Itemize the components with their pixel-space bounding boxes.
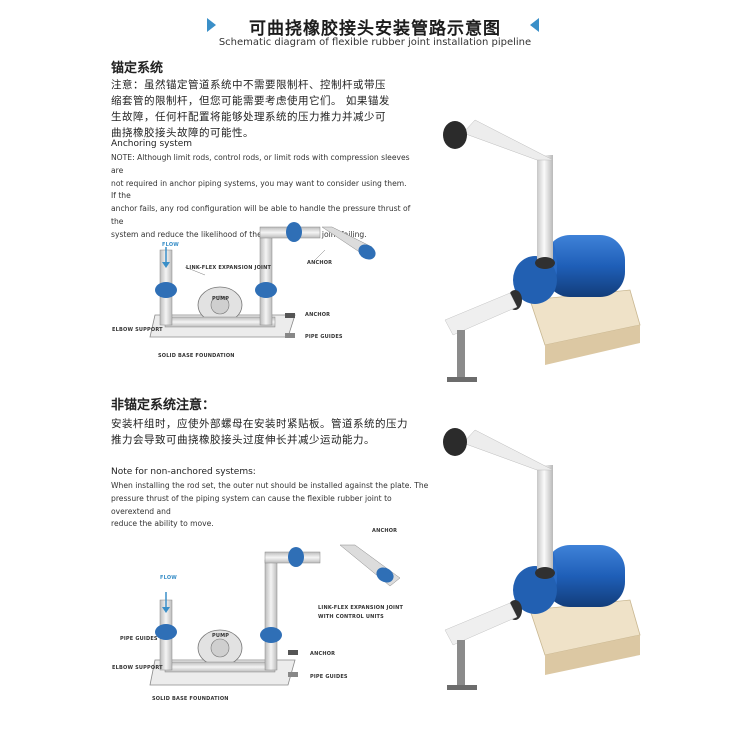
nonanchored-note-cn: 安装杆组时，应使外部螺母在安装时紧贴板。管道系统的压力 推力会导致可曲挠橡胶接头… [111,416,431,448]
inlet-pipe [444,602,518,646]
pump-label: PUMP [212,296,230,302]
anchor-top-label: ANCHOR [372,528,398,534]
flow-arrow-icon [162,262,170,268]
note-line: 安装杆组时，应使外部螺母在安装时紧贴板。管道系统的压力 [111,418,408,430]
expansion-joint-label: LINK-FLEX EXPANSION JOINT [318,605,404,611]
pipe-support [457,330,465,380]
base-pipe [164,661,276,673]
note-line: not required in anchor piping systems, y… [111,178,407,201]
anchored-note-cn: 注意：虽然锚定管道系统中不需要限制杆、控制杆或带压 缩套管的限制杆，但您可能需要… [111,77,416,141]
pump-render-anchored [443,119,641,382]
note-line: 缩套管的限制杆，但您可能需要考虑使用它们。 如果锚发 [111,95,390,107]
expansion-joint [376,567,394,583]
anchor-top-label: ANCHOR [307,260,333,266]
note-line: 推力会导致可曲挠橡胶接头过度伸长并减少运动能力。 [111,434,375,446]
foundation-label: SOLID BASE FOUNDATION [158,353,235,359]
anchor-label: ANCHOR [310,651,336,657]
anchored-heading-en: Anchoring system [111,139,193,149]
inlet-pipe [444,292,518,336]
elbow-support-label: ELBOW SUPPORT [112,665,163,671]
flow-label: FLOW [160,575,177,581]
title-left-arrow-icon [207,18,216,32]
pipe-guides-label: PIPE GUIDES [120,636,158,642]
expansion-joint-label: LINK-FLEX EXPANSION JOINT [186,265,272,271]
flow-label: FLOW [162,242,179,248]
rubber-joint [443,428,467,456]
nonanchored-heading-en: Note for non-anchored systems: [111,467,256,477]
expansion-joint [155,624,177,640]
pipe-guides-label: PIPE GUIDES [310,674,348,680]
expansion-joint [260,627,282,643]
anchor-icon [285,313,295,318]
pipe-guides-label: PIPE GUIDES [305,334,343,340]
nonanchored-heading-cn: 非锚定系统注意： [111,398,216,413]
nonanchored-note-en: When installing the rod set, the outer n… [111,480,431,531]
flow-arrow-icon [162,607,170,613]
expansion-joint [288,547,304,567]
expansion-joint [286,222,302,242]
diagonal-pipe [462,429,554,471]
vertical-pipe [537,155,553,265]
anchored-note-en: NOTE: Although limit rods, control rods,… [111,152,411,242]
diagonal-pipe [462,119,554,161]
anchor-icon [288,650,298,655]
non-anchored-system-diagram [149,544,401,686]
note-line: NOTE: Although limit rods, control rods,… [111,153,410,175]
rubber-joint [535,257,555,269]
pump-label: PUMP [212,633,230,639]
motor [545,235,625,297]
base-pipe [164,316,276,328]
expansion-joint [255,282,277,298]
elbow-support-label: ELBOW SUPPORT [112,327,163,333]
anchored-heading-cn: 锚定系统 [111,61,164,76]
motor [545,545,625,607]
rubber-joint [443,121,467,149]
pump-render-non-anchored [443,428,641,690]
note-line: anchor fails, any rod configuration will… [111,204,411,226]
expansion-joint [155,282,177,298]
right-riser-pipe [259,234,273,326]
right-riser-pipe [264,559,278,671]
title-right-arrow-icon [530,18,539,32]
note-line: 生故障，任何杆配置将能够处理系统的压力推力并减少可 [111,111,386,123]
pipe-guide-icon [288,672,298,677]
note-line: pressure thrust of the piping system can… [111,493,392,516]
rubber-joint [535,567,555,579]
note-line: 曲挠橡胶接头故障的可能性。 [111,127,254,139]
vertical-pipe [537,465,553,575]
note-line: system and reduce the likelihood of the … [111,229,367,239]
note-line: reduce the ability to move. [111,519,214,529]
note-line: 注意：虽然锚定管道系统中不需要限制杆、控制杆或带压 [111,79,386,91]
control-units-label: WITH CONTROL UNITS [318,614,384,620]
anchor-label: ANCHOR [305,312,331,318]
anchored-system-diagram [149,222,376,338]
pipe-guide-icon [285,333,295,338]
foundation-label: SOLID BASE FOUNDATION [152,696,229,702]
expansion-joint [358,244,376,260]
page-title: 可曲挠橡胶接头安装管路示意图 [249,19,501,39]
page-subtitle: Schematic diagram of flexible rubber joi… [218,37,532,48]
note-line: When installing the rod set, the outer n… [111,481,429,490]
pipe-support [457,640,465,688]
